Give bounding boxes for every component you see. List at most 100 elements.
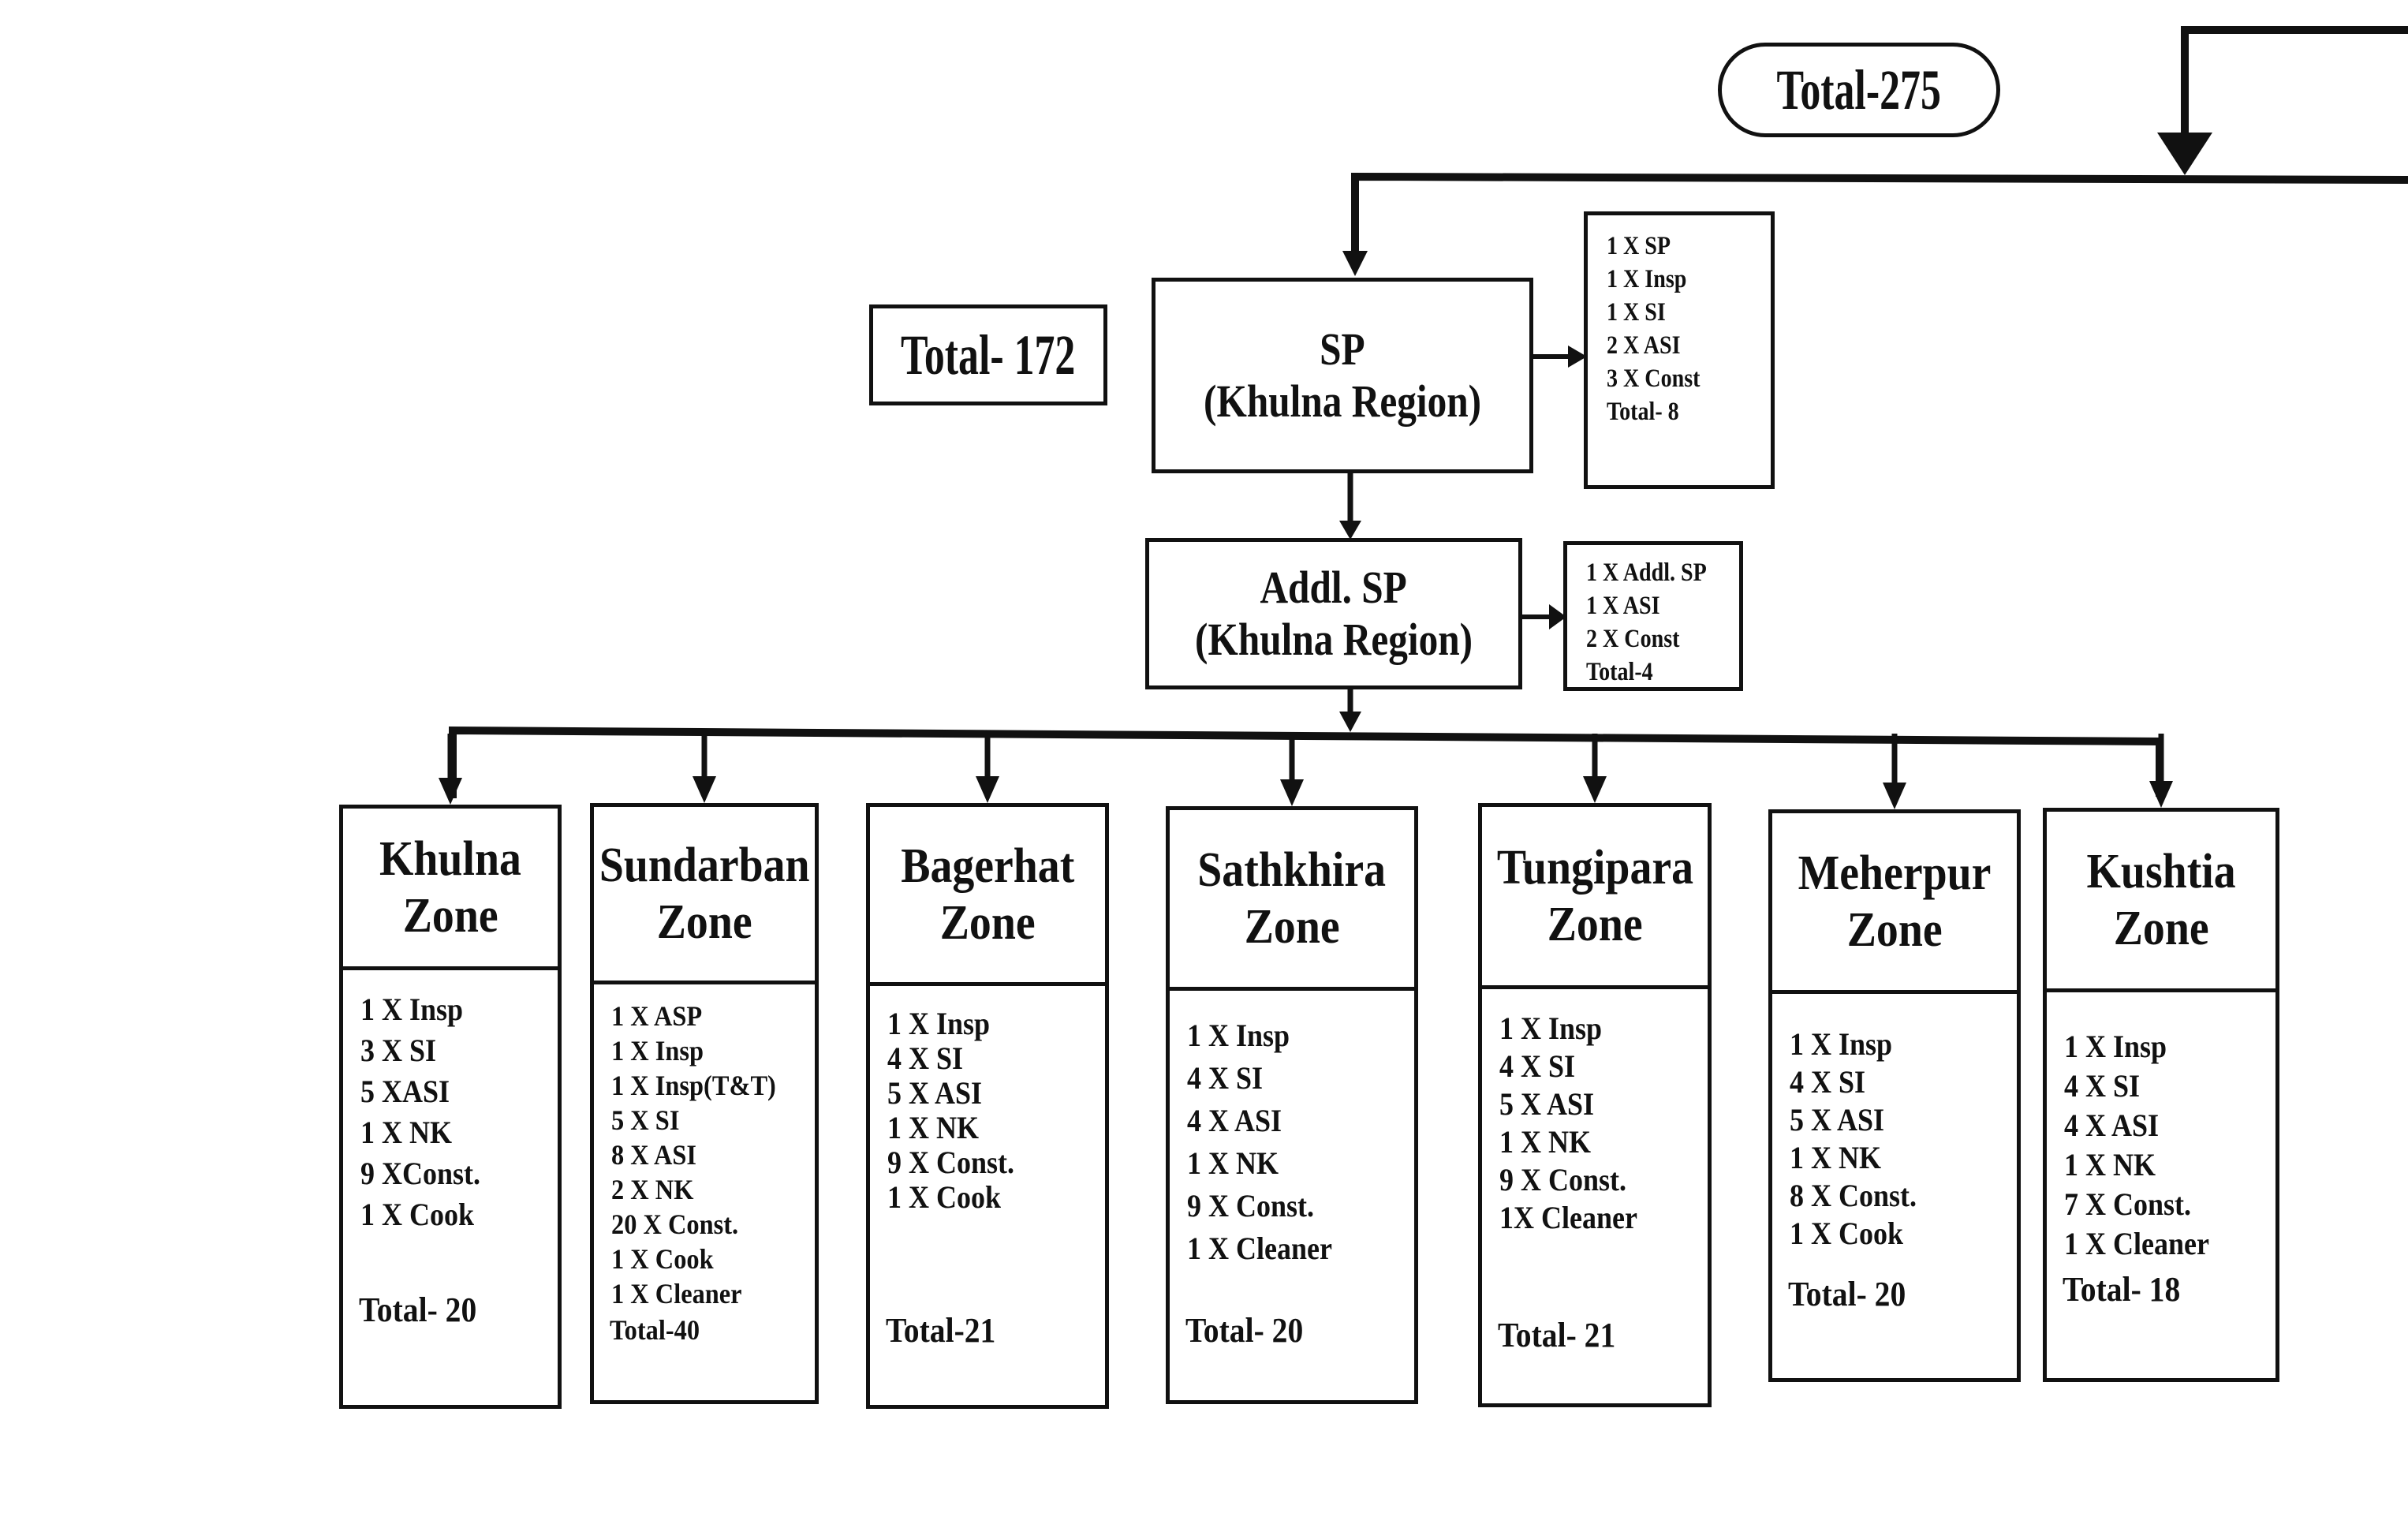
zone-staff-item: 1 X Cook: [611, 1243, 714, 1275]
sp-staff-item: 3 X Const: [1607, 364, 1701, 393]
zone-bus-arrow: [1339, 712, 1361, 732]
zone-label: Zone: [656, 895, 752, 949]
zone-staff-item: 1 X ASP: [611, 1000, 703, 1032]
zone-drop-arrow: [976, 776, 999, 803]
sp-staff-item: 1 X Insp: [1607, 265, 1687, 293]
addl-sp-staff-item: 2 X Const: [1586, 625, 1680, 653]
zone-staff-item: 1 X NK: [2064, 1147, 2156, 1182]
zone-staff-item: 3 X SI: [360, 1033, 437, 1068]
sp-staff-item: 1 X SI: [1607, 298, 1666, 327]
sp-khulna-region-node: SP (Khulna Region): [1152, 278, 1533, 473]
addl-sp-staff-total: Total-4: [1586, 658, 1653, 686]
zone-staff-item: 8 X Const.: [1790, 1178, 1917, 1213]
zone-staff-item: 4 X ASI: [1187, 1103, 1282, 1138]
zone-staff-item: 4 X SI: [1187, 1060, 1264, 1096]
top-feed-line: [2181, 26, 2408, 133]
zone-staff-box: 1 X Insp 4 X SI 4 X ASI 1 X NK 9 X Const. 1 X…: [1166, 987, 1418, 1404]
zone-total: Total-21: [886, 1311, 996, 1350]
zone-drop-arrow: [439, 778, 462, 805]
zone-drop-arrow: [1583, 776, 1607, 803]
zone-staff-item: 1 X Insp: [1499, 1010, 1603, 1046]
addl-arrow: [1339, 521, 1361, 540]
zone-staff-item: 1 X Insp: [1790, 1026, 1893, 1062]
zone-staff-item: 1 X Insp: [360, 992, 464, 1027]
zone-name: Sundarban: [599, 839, 810, 892]
zone-staff-item: 9 XConst.: [360, 1156, 481, 1191]
zone-label: Zone: [1244, 900, 1340, 954]
zone-staff-item: 1 X Insp(T&T): [611, 1070, 776, 1101]
top-bus-line: [1351, 172, 2408, 260]
zone-staff-item: 5 X ASI: [1790, 1102, 1885, 1137]
sp-side-arrow: [1568, 346, 1587, 368]
zone-staff-item: 2 X NK: [611, 1174, 694, 1205]
zone-drop-arrow: [2149, 781, 2173, 808]
zone-staff-item: 8 X ASI: [611, 1139, 697, 1171]
zone-staff-item: 1 X Cook: [887, 1179, 1002, 1215]
zone-staff-item: 1 X NK: [1187, 1145, 1279, 1181]
zone-staff-item: 4 X ASI: [2064, 1108, 2160, 1143]
zone-total: Total- 20: [1788, 1275, 1906, 1313]
zone-name: Sathkhira: [1197, 843, 1387, 897]
zone-staff-item: 1 X Insp: [887, 1006, 991, 1041]
zone-staff-item: 4 X SI: [1790, 1064, 1866, 1100]
zone-staff-item: 1 X Cleaner: [611, 1278, 742, 1309]
addl-sp-staff-item: 1 X ASI: [1586, 592, 1660, 620]
zone-label: Zone: [1547, 898, 1643, 951]
addl-side-arrow: [1549, 604, 1566, 629]
zone-staff-item: 1 X NK: [887, 1110, 980, 1145]
addl-sp-khulna-region-node: Addl. SP (Khulna Region): [1145, 538, 1522, 689]
zone-staff-item: 5 XASI: [360, 1074, 450, 1109]
zone-total: Total- 20: [1185, 1311, 1304, 1350]
zone-staff-item: 4 X SI: [1499, 1048, 1576, 1084]
grand-total-badge: Total-275: [1718, 43, 2000, 137]
zone-total: Total- 21: [1498, 1316, 1616, 1354]
sp-arrow: [1342, 251, 1368, 276]
zone-total: Total- 20: [359, 1291, 477, 1329]
zone-staff-item: 4 X SI: [887, 1040, 964, 1076]
zone-staff-item: 20 X Const.: [611, 1208, 739, 1240]
zone-staff-item: 9 X Const.: [887, 1145, 1015, 1180]
zone-staff-item: 1 X Cleaner: [2064, 1226, 2209, 1261]
zone-staff-item: 1 X Cook: [1790, 1216, 1904, 1251]
zone-drop-arrow: [1883, 783, 1906, 809]
addl-sp-node-subtitle: (Khulna Region): [1194, 614, 1473, 665]
zone-staff-item: 1 X NK: [1790, 1140, 1882, 1175]
zone-staff-item: 5 X SI: [611, 1104, 680, 1136]
zone-label: Zone: [2113, 902, 2209, 955]
sp-staff-item: 1 X SP: [1607, 232, 1671, 260]
top-feed-arrow: [2157, 133, 2212, 175]
region-total-box: Total- 172: [869, 304, 1107, 405]
sp-node-subtitle: (Khulna Region): [1203, 375, 1482, 427]
zone-staff-item: 1 X Insp: [611, 1035, 704, 1066]
sp-staff-total: Total- 8: [1607, 398, 1679, 426]
zone-name: Bagerhat: [900, 839, 1075, 893]
zone-staff-item: 9 X Const.: [1187, 1188, 1315, 1223]
zone-staff-item: 7 X Const.: [2064, 1186, 2192, 1222]
zone-label: Zone: [1846, 903, 1943, 957]
zone-staff-item: 1 X Cleaner: [1187, 1231, 1332, 1266]
zone-staff-item: 1 X Insp: [1187, 1018, 1290, 1053]
sp-node-title: SP: [1320, 323, 1365, 375]
zone-staff-item: 1 X Cook: [360, 1197, 475, 1232]
zone-name: Kushtia: [2086, 845, 2236, 898]
addl-sp-staff-box: 1 X Addl. SP 1 X ASI 2 X Const Total-4: [1563, 541, 1743, 691]
zone-staff-item: 5 X ASI: [1499, 1086, 1595, 1122]
zone-total: Total-40: [610, 1314, 700, 1346]
zone-drop-arrow: [693, 776, 716, 803]
zone-staff-item: 4 X SI: [2064, 1068, 2141, 1104]
zone-name: Meherpur: [1798, 846, 1992, 900]
addl-sp-node-title: Addl. SP: [1260, 562, 1408, 613]
